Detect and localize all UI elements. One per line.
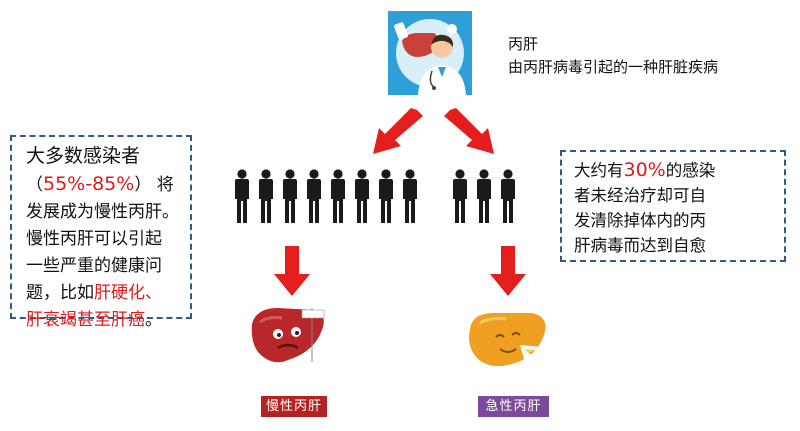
person-icon: [283, 169, 297, 223]
left-line2-tail: 将: [156, 175, 174, 195]
right-line2: 者未经治疗却可自: [574, 186, 706, 205]
person-icon: [235, 169, 249, 223]
intro-text: 丙肝 由丙肝病毒引起的一种肝脏疾病: [508, 33, 718, 79]
paren-open: （: [26, 175, 43, 195]
right-line1-a: 大约有: [574, 161, 624, 180]
person-icon: [453, 169, 467, 223]
person-icon: [331, 169, 345, 223]
left-line5: 一些严重的健康问: [26, 256, 162, 276]
arrow-down-right: [444, 108, 494, 154]
people-group-chronic: [233, 169, 417, 225]
failure-cancer-text: 肝衰竭甚至肝癌: [26, 310, 145, 330]
intro-subtitle: 由丙肝病毒引起的一种肝脏疾病: [508, 58, 719, 76]
arrow-down-left: [373, 108, 423, 154]
people-group-acute: [451, 169, 531, 225]
person-icon: [259, 169, 273, 223]
person-icon: [379, 169, 393, 223]
diseased-liver-icon: [251, 308, 325, 363]
person-icon: [477, 169, 491, 223]
intro-title: 丙肝: [508, 35, 539, 53]
acute-info-box: 大约有30%的感染 者未经治疗却可自 发清除掉体内的丙 肝病毒而达到自愈: [560, 150, 786, 262]
left-line1: 大多数感染者: [26, 145, 141, 167]
person-icon: [307, 169, 321, 223]
doctor-liver-icon: [388, 11, 472, 95]
healthy-liver-icon: [469, 313, 546, 367]
left-line6-a: 题，比如: [26, 283, 94, 303]
paren-close: ）: [134, 175, 152, 195]
arrow-down-chronic: [274, 246, 310, 296]
cirrhosis-text: 肝硬化、: [94, 283, 162, 303]
person-icon: [355, 169, 369, 223]
right-line3: 发清除掉体内的丙: [574, 211, 706, 230]
left-line7-tail: 。: [145, 310, 162, 330]
left-line4: 慢性丙肝可以引起: [26, 229, 162, 249]
acute-percent: 30%: [623, 159, 666, 181]
person-icon: [403, 169, 417, 223]
person-icon: [501, 169, 515, 223]
chronic-info-box: 大多数感染者 （55%-85%） 将 发展成为慢性丙肝。 慢性丙肝可以引起 一些…: [10, 135, 192, 330]
arrow-down-acute: [490, 246, 526, 296]
acute-hepc-label: 急性丙肝: [478, 396, 549, 417]
right-line1-b: 的感染: [665, 161, 716, 180]
chronic-percent: 55%-85%: [43, 173, 135, 195]
right-line4: 肝病毒而达到自愈: [574, 236, 706, 255]
left-line3: 发展成为慢性丙肝。: [26, 202, 179, 222]
chronic-hepc-label: 慢性丙肝: [261, 396, 327, 417]
